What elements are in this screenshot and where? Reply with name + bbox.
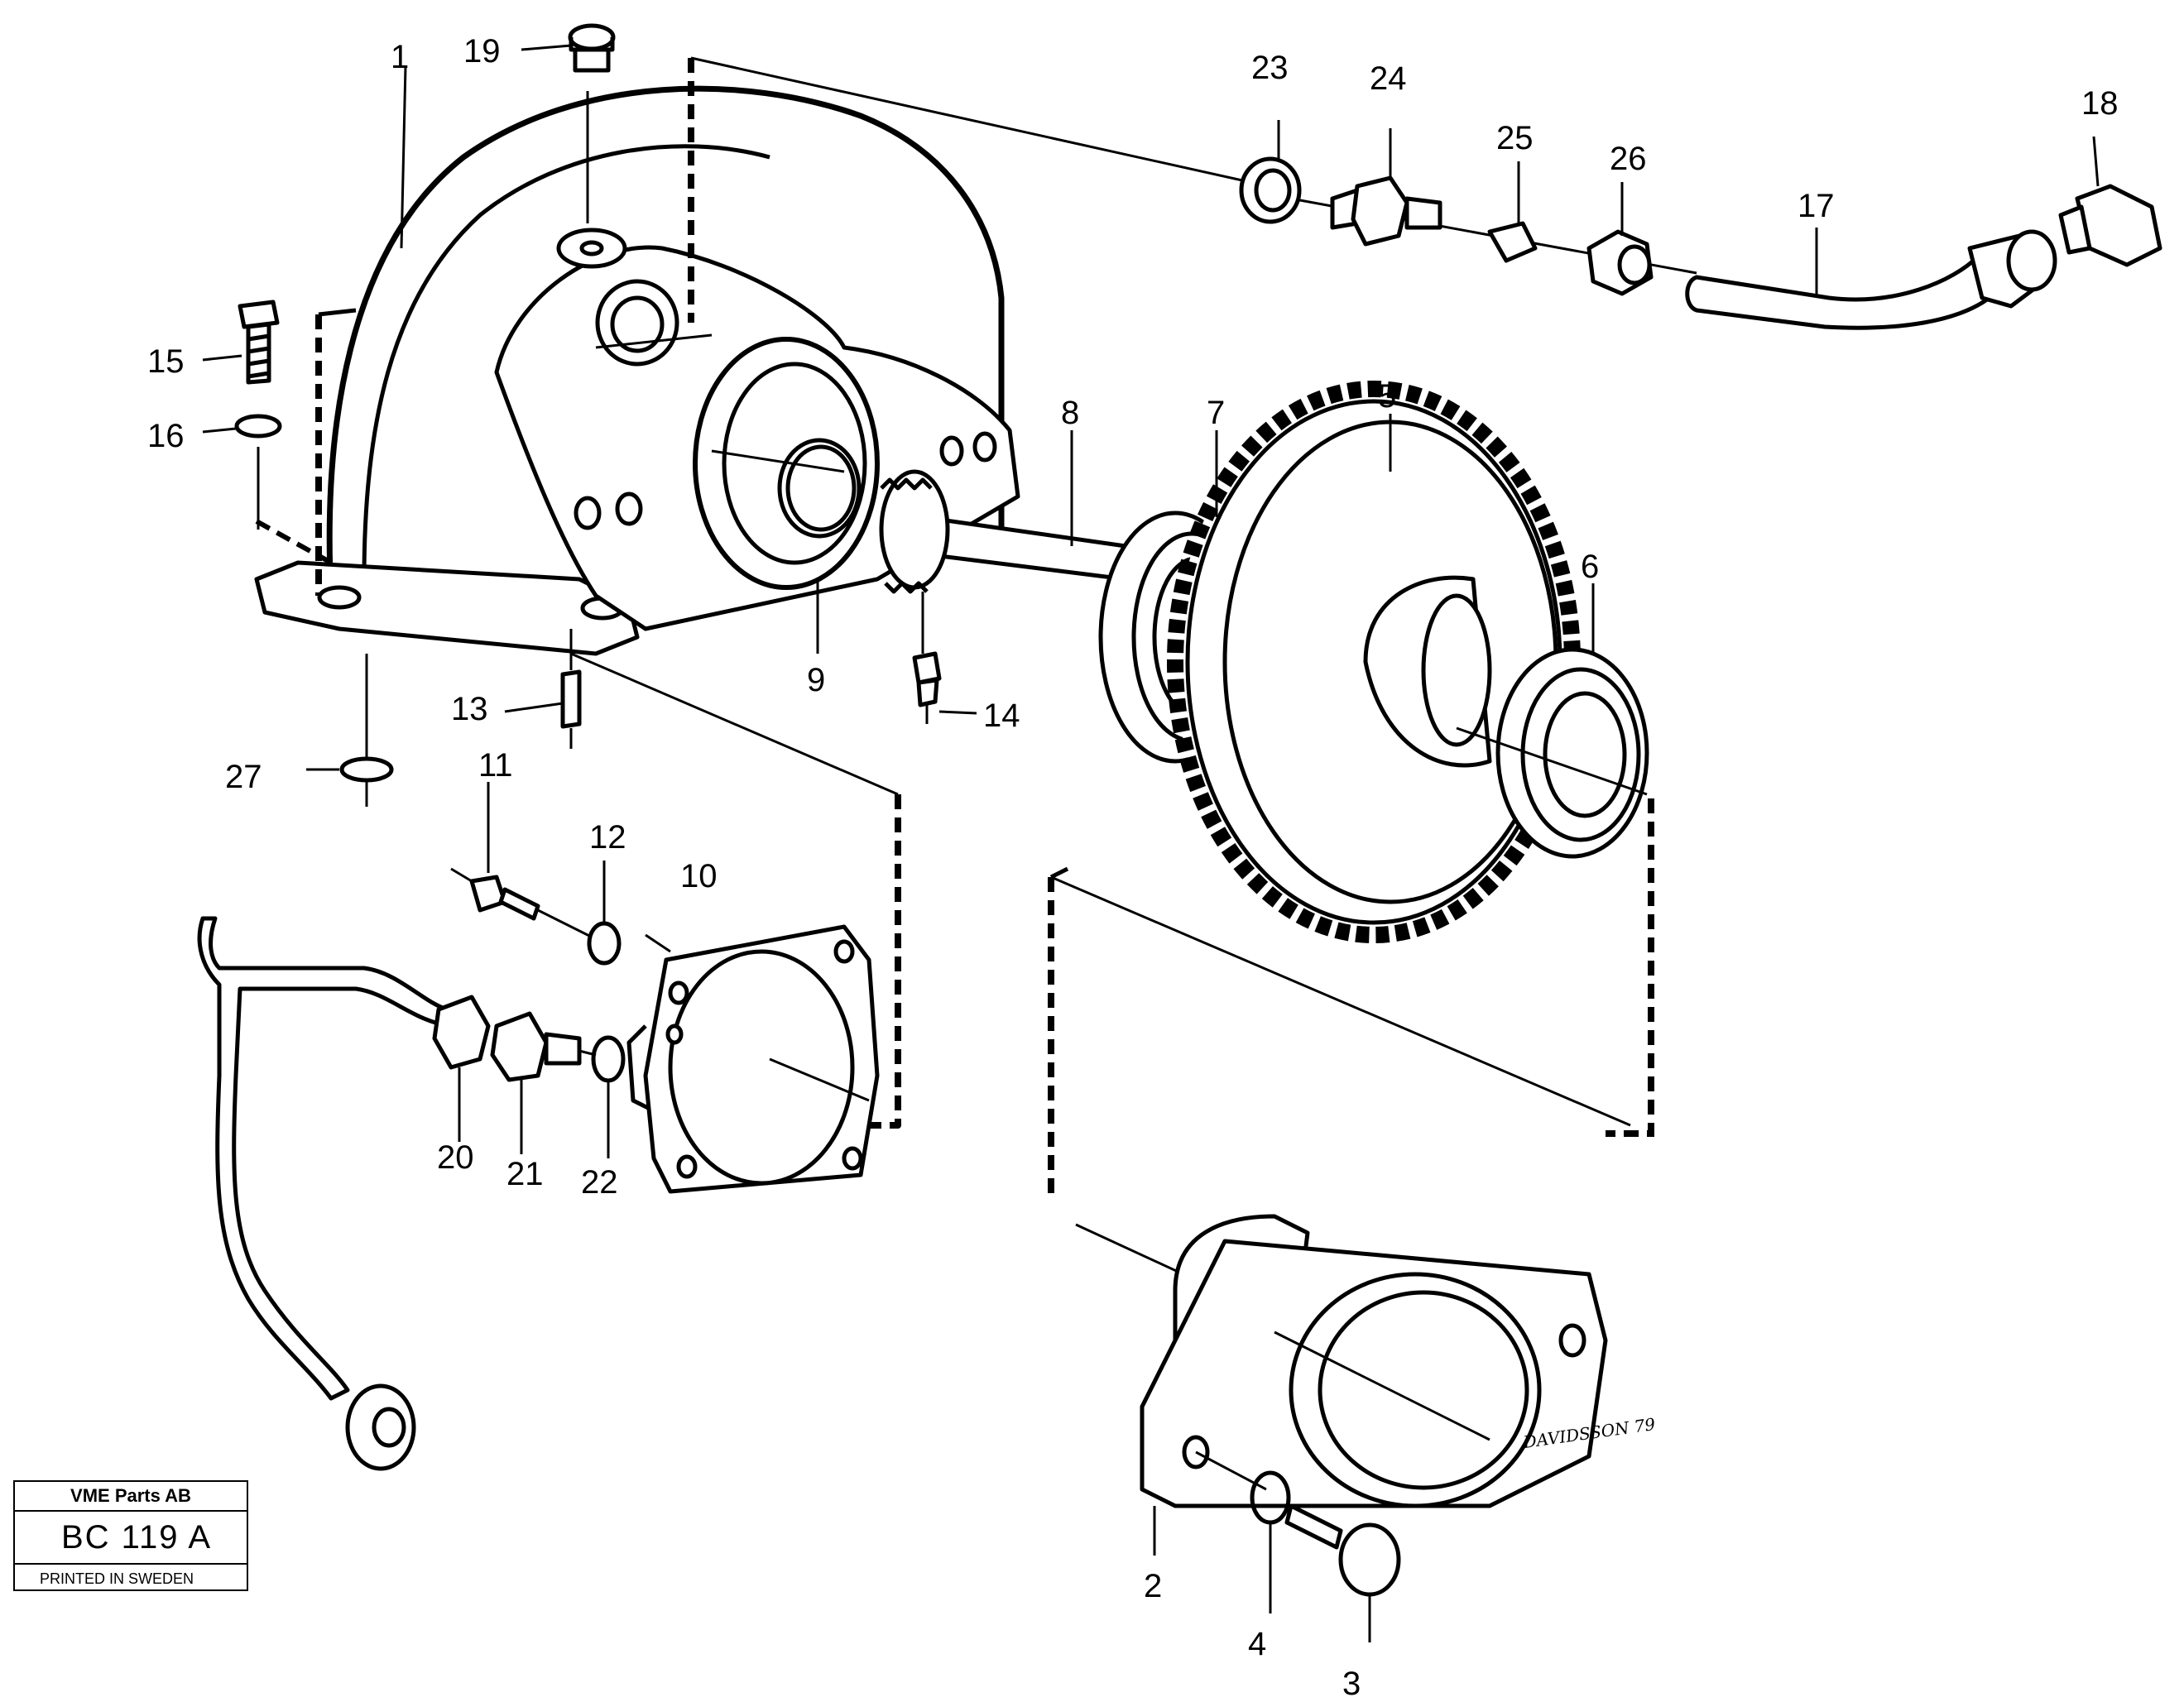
- stamp-printed: PRINTED IN SWEDEN: [40, 1570, 194, 1587]
- callout-13: 13: [451, 691, 488, 727]
- callout-10: 10: [680, 858, 718, 894]
- gear-part-5: [1167, 381, 1581, 943]
- bearing-part-6: [1456, 647, 1654, 1137]
- part-callouts: 1 2 3 4 5 6 7 8 9 10 11 12 13 14 15 16 1…: [147, 33, 2119, 1702]
- callout-18: 18: [2081, 85, 2119, 122]
- leader-lines: [202, 44, 1595, 1642]
- small-parts-left: [234, 23, 942, 807]
- callout-9: 9: [807, 662, 825, 698]
- callout-6: 6: [1581, 549, 1599, 585]
- callout-16: 16: [147, 418, 185, 454]
- parts-stamp: VME Parts AB BC 119 A PRINTED IN SWEDEN: [13, 1480, 248, 1591]
- callout-7: 7: [1207, 395, 1225, 431]
- fittings-lower-left: [197, 782, 626, 1471]
- stamp-code: BC 119 A: [15, 1512, 247, 1565]
- callout-26: 26: [1610, 141, 1647, 177]
- callout-4: 4: [1248, 1626, 1266, 1662]
- callout-1: 1: [391, 39, 409, 75]
- callout-19: 19: [463, 33, 501, 70]
- callout-22: 22: [581, 1164, 618, 1201]
- fittings-top-right: [1239, 120, 2162, 330]
- flange-cover-part-2: [1048, 866, 1631, 1597]
- callout-15: 15: [147, 343, 185, 380]
- callout-11: 11: [478, 747, 513, 784]
- callout-3: 3: [1342, 1666, 1361, 1702]
- callout-24: 24: [1370, 60, 1407, 97]
- stamp-company: VME Parts AB: [15, 1482, 247, 1512]
- callout-20: 20: [437, 1139, 474, 1176]
- callout-27: 27: [225, 759, 262, 795]
- callout-25: 25: [1496, 120, 1534, 156]
- cover-plate-part-10: [570, 652, 901, 1194]
- callout-21: 21: [506, 1156, 544, 1192]
- callout-8: 8: [1061, 395, 1079, 431]
- callout-17: 17: [1798, 188, 1835, 224]
- callout-2: 2: [1144, 1568, 1162, 1604]
- callout-14: 14: [983, 698, 1020, 734]
- callout-23: 23: [1251, 50, 1289, 86]
- callout-5: 5: [1378, 378, 1396, 415]
- callout-12: 12: [589, 819, 626, 856]
